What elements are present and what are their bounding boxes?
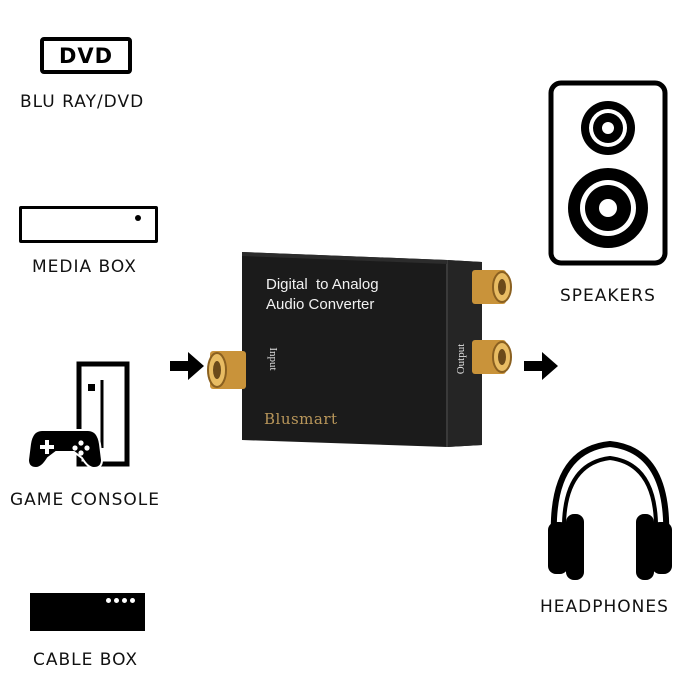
converter-title-line2: Audio Converter xyxy=(266,296,375,313)
blu-ray-dvd-label: BLU RAY/DVD xyxy=(20,92,145,112)
arrow-right-icon xyxy=(524,352,558,380)
cable-box-icon xyxy=(30,593,145,631)
brand-logo: Blusmart xyxy=(264,410,338,428)
cable-box-label: CABLE BOX xyxy=(33,650,139,670)
cable-box-dots-icon xyxy=(106,598,135,603)
game-console-icon xyxy=(26,361,130,470)
dvd-logo-text: DVD xyxy=(58,43,114,68)
converter-title-line1: Digital to Analog xyxy=(266,276,379,293)
input-label: Input xyxy=(267,347,279,371)
arrow-right-icon xyxy=(170,352,204,380)
converter-device: Digital to Analog Audio Converter Input … xyxy=(202,240,522,455)
dvd-icon: DVD xyxy=(40,37,132,74)
output-label: Output xyxy=(455,343,467,375)
media-box-icon xyxy=(19,206,158,243)
game-console-label: GAME CONSOLE xyxy=(10,490,160,510)
media-box-label: MEDIA BOX xyxy=(32,257,137,277)
media-box-led-icon xyxy=(135,215,141,221)
headphones-label: HEADPHONES xyxy=(540,597,669,617)
speakers-label: SPEAKERS xyxy=(560,286,656,306)
headphones-icon xyxy=(548,440,672,580)
speaker-icon xyxy=(548,80,668,266)
